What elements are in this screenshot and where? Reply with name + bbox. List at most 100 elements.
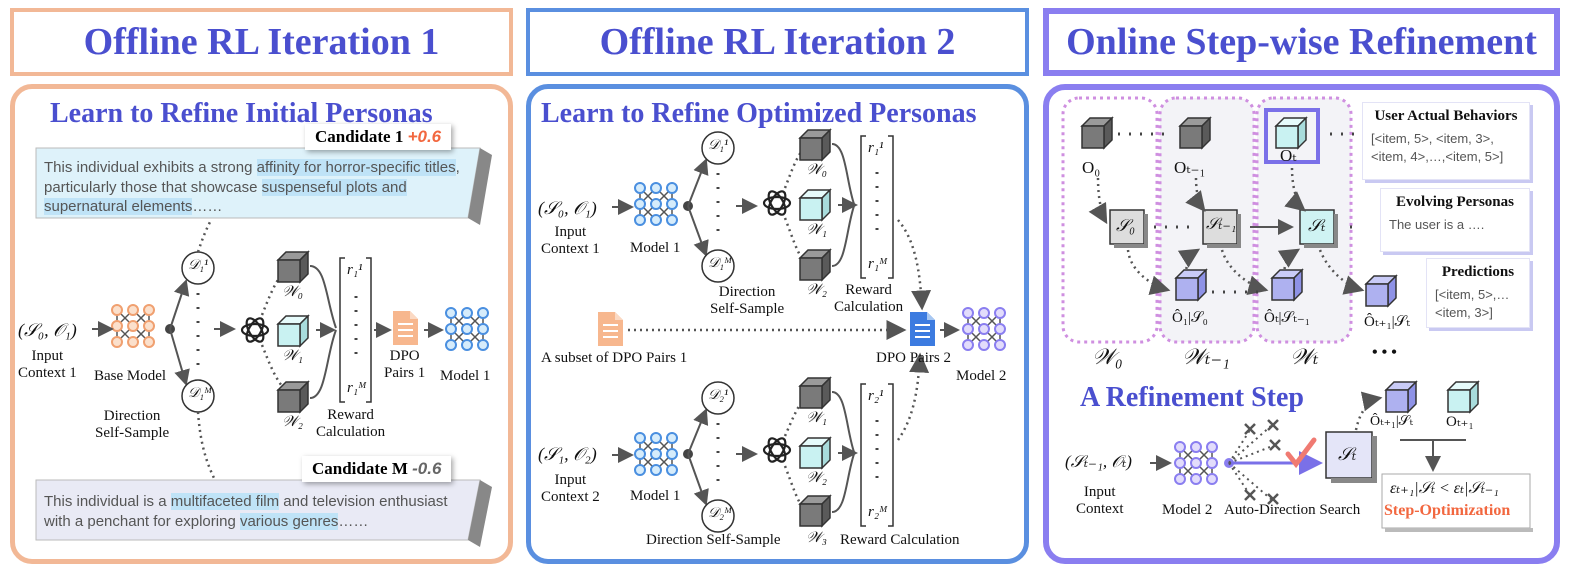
cM-part4: …… xyxy=(338,512,369,530)
note1-body: [<item, 5>, <item, 3>, <item, 4>,…,<item… xyxy=(1371,130,1504,164)
panel1-subtitle: Learn to Refine Initial Personas xyxy=(50,98,433,129)
cM-part3: various genres xyxy=(239,512,339,530)
p1-model: Model 1 xyxy=(440,368,491,384)
note-evolving-personas: Evolving Personas The user is a …. xyxy=(1380,188,1530,252)
panel1-title: Offline RL Iteration 1 xyxy=(10,8,513,76)
note2-title: Evolving Personas xyxy=(1396,194,1514,210)
c1-part2: , particularly those that showcase xyxy=(44,159,460,196)
p2-model1a: Model 1 xyxy=(630,240,681,256)
candidate1-score: +0.6 xyxy=(407,127,442,146)
p2-w-bot-0: 𝒲₁ xyxy=(806,410,827,426)
p2-input1-label: Input Context 1 xyxy=(541,224,600,258)
panel1-frame xyxy=(10,84,513,564)
p3-truth: Oₜ₊₁ xyxy=(1446,414,1474,430)
p1-d-bot: 𝒟₁ᴹ xyxy=(188,386,212,401)
p1-input-label: Input Context 1 xyxy=(18,348,77,382)
note1-title: User Actual Behaviors xyxy=(1374,108,1518,124)
note3-body: [<item, 5>,… <item, 3>] xyxy=(1435,286,1510,320)
p1-d-top: 𝒟₁¹ xyxy=(188,258,209,273)
p3-wt: 𝒲ₜ xyxy=(1290,344,1319,369)
cM-part2: and television enthusiast with a penchan… xyxy=(44,493,448,530)
candidateM-badge: Candidate M -0.6 xyxy=(302,456,452,482)
p1-input-math: (𝒮₀, 𝒪₁) xyxy=(18,320,77,340)
panel3-graphics xyxy=(1061,96,1533,532)
p2-d1-bot: 𝒟₁ᴹ xyxy=(708,256,732,271)
p2-input1-math: (𝒮₀, 𝒪₁) xyxy=(538,198,597,218)
p2-w-top-2: 𝒲₂ xyxy=(806,282,827,298)
refinement-title: A Refinement Step xyxy=(1080,382,1304,413)
p1-reward: Reward Calculation xyxy=(316,407,386,441)
p3-ot1: Oₜ₋₁ xyxy=(1174,158,1206,177)
p1-base-model: Base Model xyxy=(94,368,167,384)
candidateM-text: This individual is a multifaceted film a… xyxy=(36,486,476,537)
p2-w-bot-2: 𝒲₃ xyxy=(806,530,827,546)
p3-ellipsis: • • • xyxy=(1372,344,1397,361)
candidateM-label: Candidate M xyxy=(312,459,408,478)
p1-r-bot: r₁ᴹ xyxy=(347,380,367,396)
p2-input2-label: Input Context 2 xyxy=(541,472,600,506)
p2-w-bot-1: 𝒲₂ xyxy=(806,470,827,486)
p3-pred: Ôₜ₊₁|𝒮ₜ xyxy=(1370,414,1413,429)
p3-input-math: (𝒮ₜ₋₁, 𝒪ₜ) xyxy=(1065,452,1132,471)
p3-ot: Oₜ xyxy=(1280,146,1297,165)
panel2-title: Offline RL Iteration 2 xyxy=(526,8,1029,76)
p1-w2: 𝒲₂ xyxy=(282,414,303,430)
p3-o0: O₀ xyxy=(1082,158,1101,177)
panel2-graphics xyxy=(598,129,1006,533)
p2-w-top-1: 𝒲₁ xyxy=(806,222,827,238)
p2-dir1: Direction Self-Sample xyxy=(710,284,785,318)
p3-p1: Ô₁|𝒮₀ xyxy=(1172,310,1208,326)
cM-part0: This individual is a xyxy=(44,493,171,510)
p1-w0: 𝒲₀ xyxy=(282,284,303,300)
p1-dpo: DPO Pairs 1 xyxy=(384,348,426,382)
p3-input-label: Input Context xyxy=(1076,484,1124,518)
p1-r-top: r₁¹ xyxy=(347,262,363,278)
panel3-title: Online Step-wise Refinement xyxy=(1043,8,1560,76)
panel1-title-text: Offline RL Iteration 1 xyxy=(83,21,440,63)
p2-subset: A subset of DPO Pairs 1 xyxy=(541,350,688,366)
p3-s0: 𝒮₀ xyxy=(1116,216,1136,235)
p2-d2-bot: 𝒟₂ᴹ xyxy=(708,506,732,521)
p2-dir2: Direction Self-Sample xyxy=(646,532,781,548)
panel3-title-text: Online Step-wise Refinement xyxy=(1066,21,1537,63)
p3-p2: Ôₜ|𝒮ₜ₋₁ xyxy=(1264,310,1310,326)
p2-w-top-0: 𝒲₀ xyxy=(806,162,827,178)
p3-ineq: εₜ₊₁|𝒮ₜ < εₜ|𝒮ₜ₋₁ xyxy=(1390,480,1499,497)
panel3-frame xyxy=(1043,84,1560,564)
p2-r2-bot: r₂ᴹ xyxy=(868,504,888,520)
panel2-title-text: Offline RL Iteration 2 xyxy=(599,21,956,63)
note2-body: The user is a …. xyxy=(1389,216,1485,232)
p3-search: Auto-Direction Search xyxy=(1224,502,1361,518)
p3-st: 𝒮ₜ xyxy=(1308,216,1326,235)
p1-w1: 𝒲₁ xyxy=(282,348,303,364)
p2-r1-bot: r₁ᴹ xyxy=(868,256,888,272)
p3-wt1: 𝒲ₜ₋₁ xyxy=(1182,344,1230,369)
p2-model1b: Model 1 xyxy=(630,488,681,504)
p2-r1-top: r₁¹ xyxy=(868,140,884,156)
c1-part3: suspenseful plots xyxy=(261,178,378,196)
p2-reward1: Reward Calculation xyxy=(834,282,904,316)
candidate1-text: This individual exhibits a strong affini… xyxy=(36,152,476,223)
p2-d1-top: 𝒟₁¹ xyxy=(708,138,729,153)
note3-title: Predictions xyxy=(1441,264,1515,280)
note-user-behaviors: User Actual Behaviors [<item, 5>, <item,… xyxy=(1362,102,1530,180)
p2-r2-top: r₂¹ xyxy=(868,388,884,404)
p3-st1: 𝒮ₜ₋₁ xyxy=(1206,216,1237,233)
c1-part0: This individual exhibits a strong xyxy=(44,159,257,176)
candidate1-label: Candidate 1 xyxy=(315,127,404,146)
panel2-frame xyxy=(526,84,1029,564)
p3-w0: 𝒲₀ xyxy=(1092,344,1123,369)
c1-part5: …… xyxy=(192,198,223,215)
cM-part1: multifaceted film xyxy=(170,493,280,510)
p3-step-opt: Step-Optimization xyxy=(1384,502,1511,519)
candidateM-score: -0.6 xyxy=(412,459,442,478)
p3-p3: Ôₜ₊₁|𝒮ₜ xyxy=(1364,314,1410,330)
p3-st-box: 𝒮ₜ xyxy=(1338,444,1357,464)
p3-model2: Model 2 xyxy=(1162,502,1213,518)
note-predictions: Predictions [<item, 5>,… <item, 3>] xyxy=(1426,258,1530,328)
p2-model2: Model 2 xyxy=(956,368,1007,384)
p2-d2-top: 𝒟₂¹ xyxy=(708,388,729,403)
p2-dpo2: DPO Pairs 2 xyxy=(876,350,952,366)
panel2-subtitle: Learn to Refine Optimized Personas xyxy=(541,98,977,129)
